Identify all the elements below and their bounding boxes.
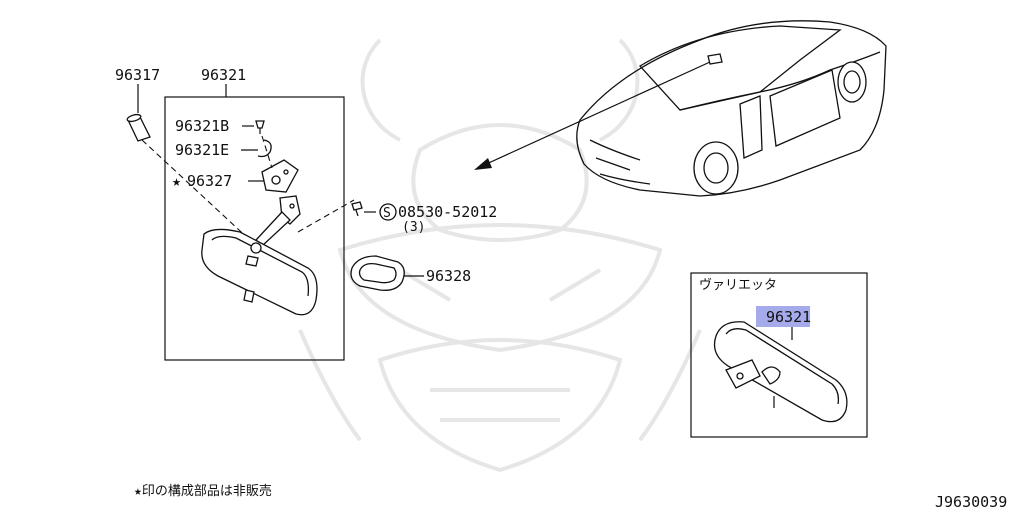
part-96327-bracket xyxy=(261,159,299,193)
location-arrow xyxy=(474,61,711,170)
clip-96321E-icon xyxy=(257,139,272,158)
label-08530-qty: (3) xyxy=(402,220,425,235)
rearview-mirror-main xyxy=(201,228,318,316)
part-96317-cap xyxy=(126,113,151,142)
bolt-96321B-icon xyxy=(255,120,265,134)
diagram-code: J9630039 xyxy=(935,493,1007,510)
variant-title: ヴァリエッタ xyxy=(699,277,777,293)
variant-box xyxy=(690,272,868,438)
label-96321[interactable]: 96321 xyxy=(201,66,246,84)
screw-symbol-letter: S xyxy=(383,206,391,221)
label-96328[interactable]: 96328 xyxy=(426,267,471,285)
label-variant-96321[interactable]: 96321 xyxy=(766,308,811,326)
rearview-mirror-variant xyxy=(713,321,848,423)
label-96321E[interactable]: 96321E xyxy=(175,141,229,159)
footnote: ★印の構成部品は非販売 xyxy=(134,483,272,499)
label-08530-52012[interactable]: 08530-52012 xyxy=(398,203,497,221)
variant-part-highlight xyxy=(756,306,810,327)
car-mirror-marker-icon xyxy=(707,53,723,65)
label-96317[interactable]: 96317 xyxy=(115,66,160,84)
label-96321B[interactable]: 96321B xyxy=(175,117,229,135)
samurai-watermark-icon xyxy=(298,38,702,473)
part-96328-cover xyxy=(350,255,405,291)
assembly-box xyxy=(164,96,345,361)
mirror-stay-arm xyxy=(255,195,301,247)
screw-symbol-circle xyxy=(379,203,397,221)
screw-08530-icon xyxy=(351,201,363,217)
label-96327[interactable]: 96327 xyxy=(187,172,232,190)
star-96327: ★ xyxy=(172,172,181,190)
car-illustration xyxy=(576,20,887,197)
